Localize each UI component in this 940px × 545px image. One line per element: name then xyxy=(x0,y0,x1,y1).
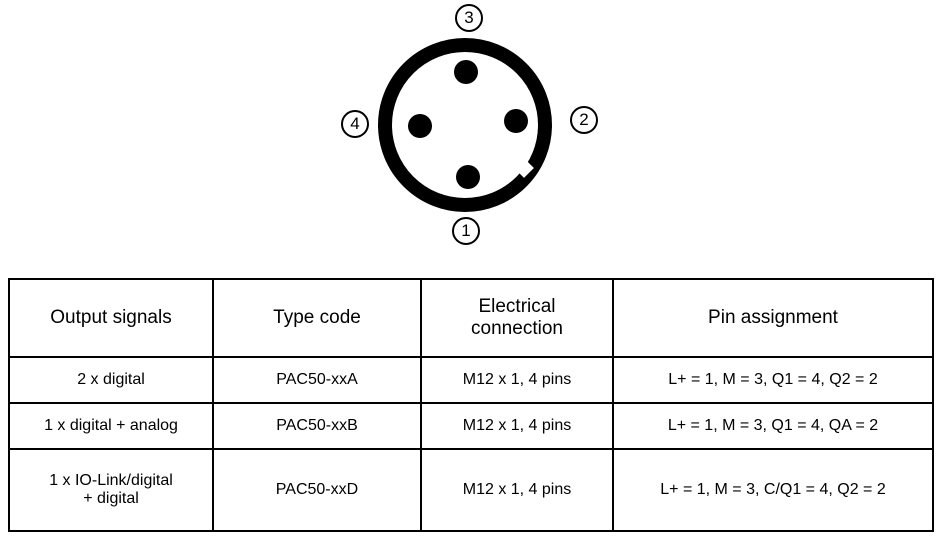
pin-3-dot xyxy=(454,60,478,84)
pin-1-dot xyxy=(456,165,480,189)
col-header-type-code: Type code xyxy=(212,278,422,358)
pin-label-1: 1 xyxy=(452,217,480,245)
cell-type-code: PAC50-xxB xyxy=(212,402,422,450)
cell-pin-assignment: L+ = 1, M = 3, Q1 = 4, Q2 = 2 xyxy=(612,356,934,404)
pin-label-3: 3 xyxy=(455,4,483,32)
col-header-output-signals: Output signals xyxy=(8,278,214,358)
cell-type-code: PAC50-xxD xyxy=(212,448,422,532)
table-row: 2 x digital PAC50-xxA M12 x 1, 4 pins L+… xyxy=(8,356,934,404)
connector-ring xyxy=(378,38,552,212)
pin-label-2: 2 xyxy=(570,106,598,134)
pin-4-dot xyxy=(408,114,432,138)
cell-electrical-connection: M12 x 1, 4 pins xyxy=(420,402,614,450)
cell-electrical-connection: M12 x 1, 4 pins xyxy=(420,448,614,532)
pin-2-dot xyxy=(504,109,528,133)
cell-type-code: PAC50-xxA xyxy=(212,356,422,404)
table-row: 1 x digital + analog PAC50-xxB M12 x 1, … xyxy=(8,402,934,450)
col-header-electrical-connection: Electrical connection xyxy=(420,278,614,358)
cell-pin-assignment: L+ = 1, M = 3, Q1 = 4, QA = 2 xyxy=(612,402,934,450)
table-row: 1 x IO-Link/digital + digital PAC50-xxD … xyxy=(8,448,934,532)
pin-assignment-table: Output signals Type code Electrical conn… xyxy=(8,278,934,532)
cell-electrical-connection: M12 x 1, 4 pins xyxy=(420,356,614,404)
m12-connector-diagram xyxy=(378,38,552,212)
pin-label-4: 4 xyxy=(341,110,369,138)
cell-output-signals: 2 x digital xyxy=(8,356,214,404)
col-header-pin-assignment: Pin assignment xyxy=(612,278,934,358)
cell-pin-assignment: L+ = 1, M = 3, C/Q1 = 4, Q2 = 2 xyxy=(612,448,934,532)
table-header-row: Output signals Type code Electrical conn… xyxy=(8,278,934,358)
cell-output-signals: 1 x IO-Link/digital + digital xyxy=(8,448,214,532)
cell-output-signals: 1 x digital + analog xyxy=(8,402,214,450)
